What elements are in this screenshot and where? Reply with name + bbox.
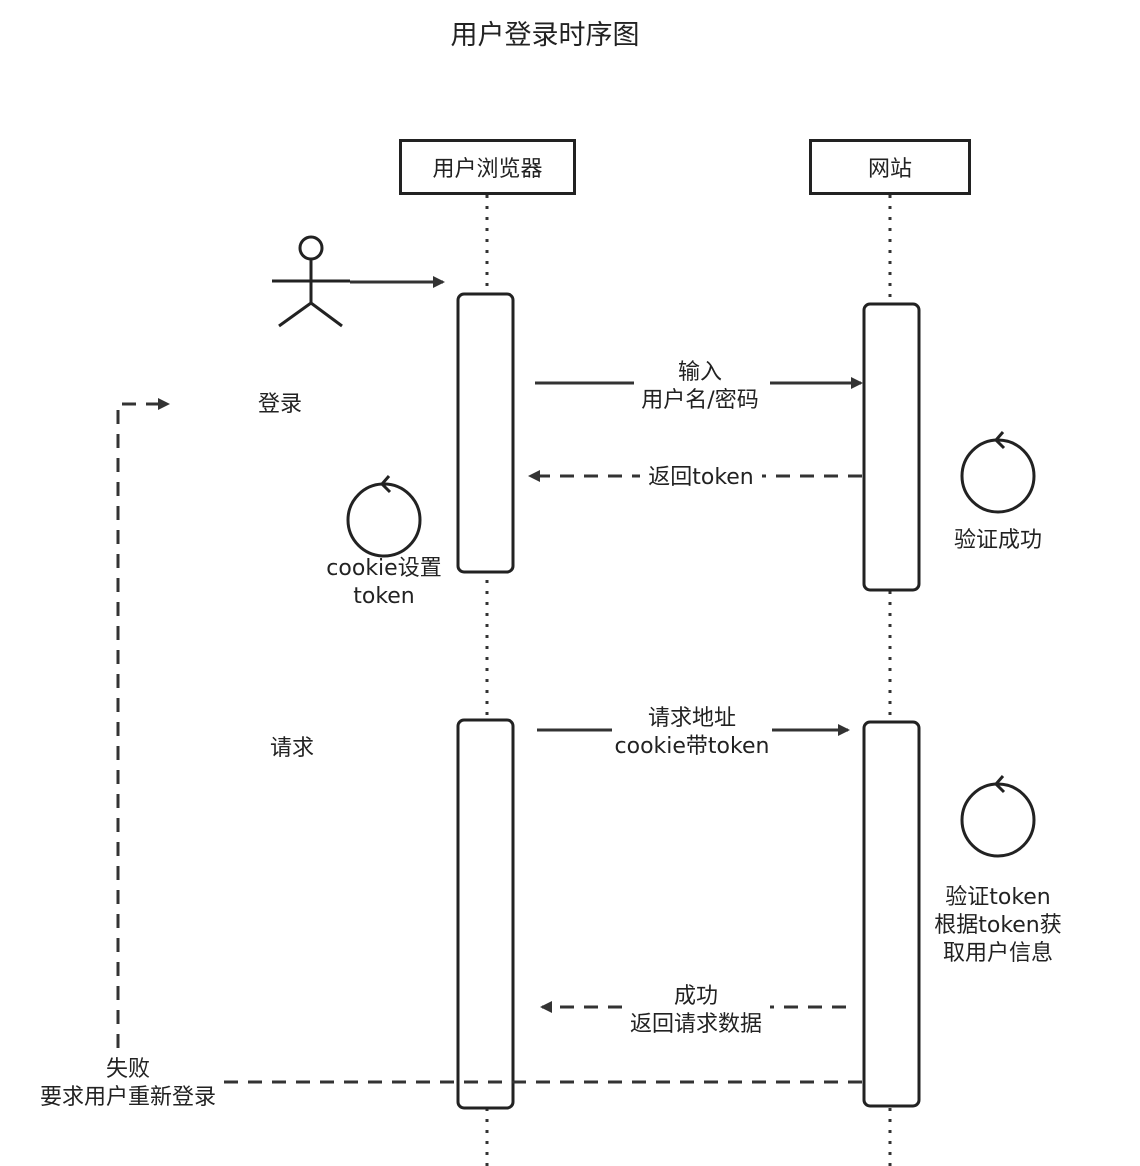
message-label-success: 成功 返回请求数据 — [596, 983, 796, 1039]
loop-icon — [346, 475, 422, 558]
message-label-line: 要求用户重新登录 — [39, 1085, 216, 1110]
self-action-label-cookie: cookie设置 token — [304, 555, 464, 611]
self-action-label-verify-success: 验证成功 — [953, 528, 1042, 553]
self-action-label-line: 取用户信息 — [942, 941, 1053, 966]
website-activation-login — [862, 302, 921, 592]
browser-activation-request — [456, 718, 515, 1110]
message-label-line: cookie带token — [614, 734, 770, 759]
diagram-title: 用户登录时序图 — [450, 20, 640, 51]
participant-browser: 用户浏览器 — [399, 139, 576, 195]
section-label-request: 请求 — [269, 736, 314, 761]
actor-icon — [272, 235, 350, 328]
section-label-login: 登录 — [257, 392, 302, 417]
message-label-input: 输入 用户名/密码 — [600, 359, 800, 415]
message-label-return-token: 返回token — [640, 464, 762, 492]
message-label-fail: 失败 要求用户重新登录 — [18, 1056, 238, 1112]
message-label-line: 失败 — [105, 1057, 150, 1082]
message-label-line: 用户名/密码 — [641, 388, 759, 413]
self-action-label-line: 验证token — [945, 885, 1051, 910]
browser-activation-login — [456, 292, 515, 574]
self-action-label-line: cookie设置 — [326, 556, 442, 581]
message-label-line: 返回请求数据 — [629, 1012, 762, 1037]
message-label-line: 成功 — [673, 984, 718, 1009]
loop-icon — [960, 775, 1036, 858]
self-action-label-line: token — [353, 584, 415, 609]
participant-website: 网站 — [809, 139, 971, 195]
self-action-label-verify-token: 验证token 根据token获 取用户信息 — [912, 884, 1084, 968]
self-action-label-line: 根据token获 — [934, 913, 1062, 938]
message-label-line: 输入 — [677, 360, 722, 385]
loop-icon — [960, 431, 1036, 514]
message-label-line: 请求地址 — [647, 706, 736, 731]
message-label-request: 请求地址 cookie带token — [592, 705, 792, 761]
message-arrow-relogin — [116, 398, 170, 1048]
website-activation-request — [862, 720, 921, 1108]
